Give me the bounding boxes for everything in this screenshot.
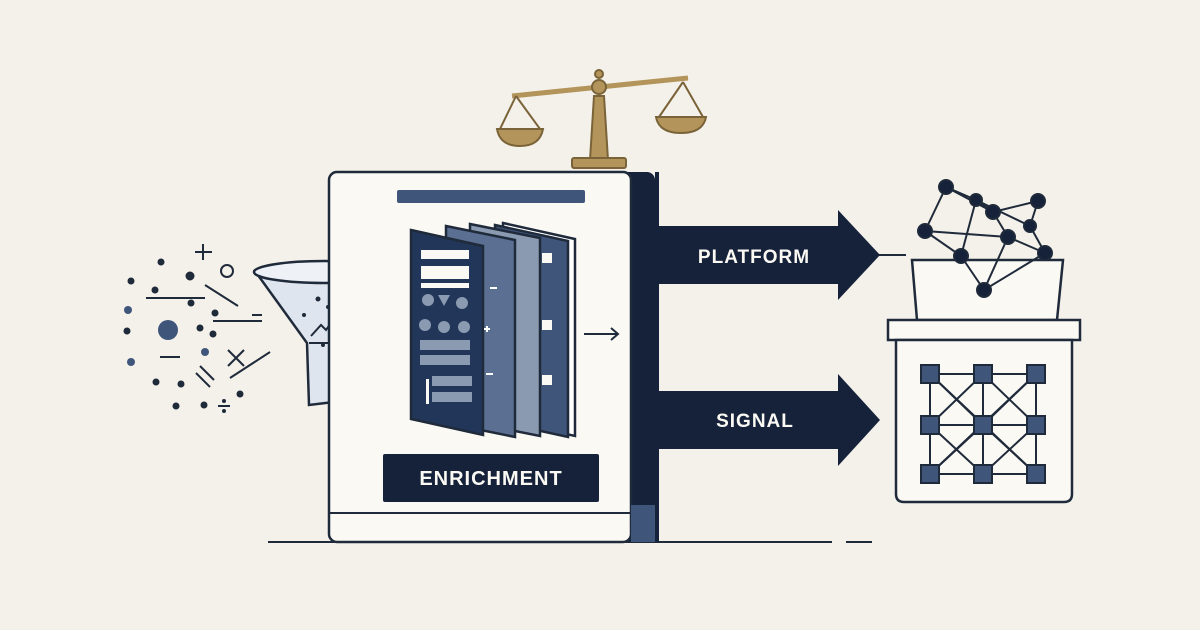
platform-arrow-label: PLATFORM <box>698 247 810 268</box>
grid-network-icon <box>920 364 1046 484</box>
balance-scale-icon <box>495 69 708 169</box>
enrichment-label: ENRICHMENT <box>419 468 562 490</box>
panel-right-edge <box>655 172 659 542</box>
network-graph-icon <box>917 179 1053 298</box>
raw-data-scatter <box>123 244 271 413</box>
enrichment-label-box: ENRICHMENT <box>383 454 599 502</box>
signal-arrow-label: SIGNAL <box>716 411 794 432</box>
document-stack <box>409 221 577 439</box>
platform-arrow: PLATFORM <box>655 210 906 300</box>
signal-arrow: SIGNAL <box>655 374 880 466</box>
stack-output-arrow <box>584 327 620 341</box>
